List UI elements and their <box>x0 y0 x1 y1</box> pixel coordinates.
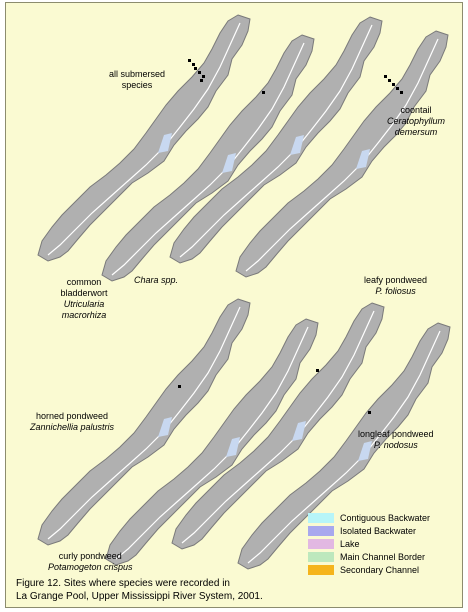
legend-label: Contiguous Backwater <box>340 512 431 523</box>
figure: all submersed species coontail Ceratophy… <box>5 2 463 608</box>
label-common-bladderwort: common bladderwort Utricularia macrorhiz… <box>54 277 114 321</box>
site-mark <box>316 369 319 372</box>
caption-line-1: Figure 12. Sites where species were reco… <box>16 578 230 589</box>
scientific-name: P. nodosus <box>373 440 418 450</box>
river-map-leafy-pondweed <box>37 298 251 546</box>
scientific-name: Potamogeton crispus <box>48 562 133 572</box>
legend: Contiguous Backwater Isolated Backwater … <box>308 511 458 576</box>
main-channel-line <box>115 326 309 560</box>
main-channel-line <box>47 22 241 256</box>
label-chara: Chara spp. <box>134 275 178 286</box>
site-mark <box>384 75 387 78</box>
backwater-patch <box>292 421 306 441</box>
label-longleaf-pondweed: longleaf pondweed P. nodosus <box>358 429 434 451</box>
river-map-coontail <box>235 30 449 278</box>
legend-label: Main Channel Border <box>340 551 426 562</box>
backwater-patch <box>158 133 172 153</box>
backwater-patch <box>222 153 236 173</box>
main-channel-line <box>181 310 375 544</box>
label-all-submersed: all submersed species <box>106 69 168 91</box>
site-mark <box>396 87 399 90</box>
backwater-patch <box>356 149 370 169</box>
legend-swatch <box>308 564 334 575</box>
common-name: all submersed species <box>108 69 166 90</box>
river-pool-shape <box>171 302 385 550</box>
legend-item-main-channel-border: Main Channel Border <box>308 550 458 563</box>
site-mark <box>392 83 395 86</box>
main-channel-line <box>245 38 439 272</box>
legend-swatch <box>308 538 334 549</box>
site-mark <box>198 71 201 74</box>
legend-item-lake: Lake <box>308 537 458 550</box>
site-mark <box>188 59 191 62</box>
legend-label: Secondary Channel <box>340 564 420 575</box>
river-map-all-submersed <box>37 14 251 262</box>
backwater-patch <box>358 441 372 461</box>
main-channel-line <box>111 42 305 276</box>
main-channel-line <box>47 306 241 540</box>
site-mark <box>192 63 195 66</box>
legend-item-isolated-backwater: Isolated Backwater <box>308 524 458 537</box>
label-curly-pondweed: curly pondweed Potamogeton crispus <box>48 551 133 573</box>
common-name: common bladderwort <box>60 277 108 298</box>
river-pool-shape <box>169 16 383 264</box>
river-map-chara <box>169 16 383 264</box>
scientific-name: Ceratophyllum demersum <box>386 116 446 137</box>
site-mark <box>388 79 391 82</box>
river-pool-shape <box>37 14 251 262</box>
common-name: longleaf pondweed <box>358 429 434 439</box>
scientific-name: P. foliosus <box>375 286 416 296</box>
common-name: horned pondweed <box>35 411 109 421</box>
backwater-patch <box>158 417 172 437</box>
label-horned-pondweed: horned pondweed Zannichellia palustris <box>30 411 114 433</box>
river-pool-shape <box>235 30 449 278</box>
figure-caption: Figure 12. Sites where species were reco… <box>16 577 416 603</box>
site-mark <box>202 75 205 78</box>
label-coontail: coontail Ceratophyllum demersum <box>376 105 456 138</box>
river-map-longleaf-pondweed <box>237 322 451 570</box>
legend-item-contiguous-backwater: Contiguous Backwater <box>308 511 458 524</box>
backwater-patch <box>226 437 240 457</box>
site-mark <box>400 91 403 94</box>
legend-swatch <box>308 525 334 536</box>
scientific-name: Utricularia macrorhiza <box>61 299 107 320</box>
site-mark <box>200 79 203 82</box>
label-leafy-pondweed: leafy pondweed P. foliosus <box>364 275 427 297</box>
river-pool-shape <box>101 34 315 282</box>
river-maps <box>37 14 451 570</box>
site-mark <box>178 385 181 388</box>
river-pool-shape <box>105 318 319 566</box>
common-name: coontail <box>400 105 432 115</box>
river-map-curly-pondweed <box>171 302 385 550</box>
site-mark <box>262 91 265 94</box>
river-map-common-bladderwort <box>101 34 315 282</box>
site-mark <box>194 67 197 70</box>
backwater-patch <box>290 135 304 155</box>
legend-swatch <box>308 512 334 523</box>
common-name: leafy pondweed <box>364 275 428 285</box>
caption-line-2: La Grange Pool, Upper Mississippi River … <box>16 591 263 602</box>
main-channel-line <box>179 24 373 258</box>
legend-item-secondary-channel: Secondary Channel <box>308 563 458 576</box>
legend-swatch <box>308 551 334 562</box>
river-map-horned-pondweed <box>105 318 319 566</box>
scientific-name: Zannichellia palustris <box>30 422 115 432</box>
common-name: curly pondweed <box>58 551 122 561</box>
river-pool-shape <box>37 298 251 546</box>
scientific-name: Chara spp. <box>134 275 179 285</box>
river-pool-shape <box>237 322 451 570</box>
legend-label: Lake <box>340 538 360 549</box>
site-mark <box>368 411 371 414</box>
main-channel-line <box>247 330 441 564</box>
legend-label: Isolated Backwater <box>340 525 417 536</box>
